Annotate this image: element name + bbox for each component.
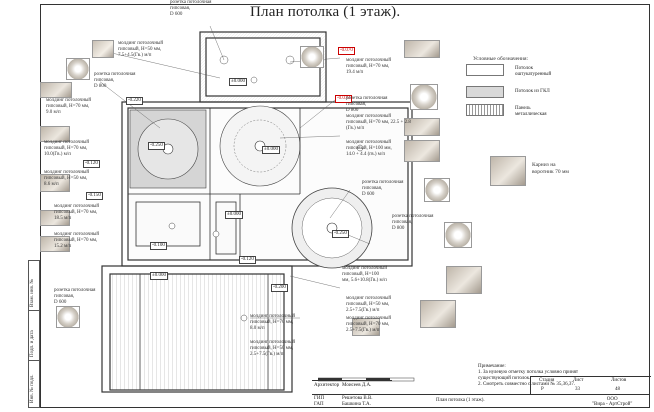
rosette-thumb: [410, 84, 438, 110]
stamp-role: ГИП: [314, 396, 325, 401]
callout-label: молдинг потолочный гипсовый, H=50 мм, 2.…: [346, 296, 392, 313]
title-block: ГИП ГАП Решетова В.В. Башкина Т.А. План …: [312, 394, 650, 409]
rosette-thumb: [424, 178, 450, 202]
stamp-header: Лист: [573, 378, 584, 383]
rosette-thumb: [56, 306, 80, 328]
level-mark: -0.120: [239, 256, 256, 264]
notes-line: 1. За нулевую отметку потолка условно пр…: [478, 370, 579, 375]
legend-swatch-metal: [466, 104, 504, 116]
moulding-thumb: [40, 210, 70, 226]
side-cell-1: Взам. инв. №: [29, 261, 39, 311]
legend-title: Условные обозначения:: [473, 56, 529, 62]
stamp-role: ГАП: [314, 402, 324, 407]
moulding-thumb: [404, 118, 440, 136]
level-mark: -0.220: [126, 97, 143, 105]
ceiling-plan: [100, 25, 413, 393]
notes-line: 2. Смотреть совместно с листами № 35,36,…: [478, 382, 576, 387]
callout-label: молдинг потолочный гипсовый, H=70 мм, 10…: [44, 140, 90, 157]
moulding-thumb: [40, 82, 72, 98]
level-mark: ±0.000: [225, 211, 243, 219]
side-cell-label-3: Инв. № подл.: [30, 374, 35, 404]
moulding-thumb: [40, 126, 70, 142]
stamp-header: Листов: [611, 378, 627, 383]
level-mark: -0.250: [148, 142, 165, 150]
callout-label: молдинг потолочный гипсовый, H=70 мм, 15…: [54, 232, 100, 249]
callout-label: розетка потолочная гипсовая, D 800: [346, 96, 388, 113]
level-mark: -0.250: [332, 230, 349, 238]
rosette-thumb: [444, 222, 472, 248]
stamp-role: Архитектор: [314, 383, 340, 388]
stamp-company: ООО "Вира - АртСтрой": [592, 397, 633, 407]
callout-label: молдинг потолочный гипсовый, H=100 мм, 5…: [342, 266, 388, 283]
stamp-sheet-info: Стадия Лист Листов Р 33 48: [530, 376, 651, 395]
callout-label: молдинг потолочный гипсовый, H=70 мм, 2.…: [346, 316, 392, 333]
moulding-thumb: [404, 140, 440, 162]
moulding-thumb: [404, 40, 440, 58]
moulding-thumb: [420, 300, 456, 328]
legend-swatch-gkl: [466, 86, 504, 98]
legend-label: Потолок оштукатуренный: [515, 66, 552, 77]
notes-block: Примечание: 1. За нулевую отметку потолк…: [478, 364, 578, 388]
drawing-frame: [40, 4, 650, 408]
scale-bar: [318, 377, 415, 382]
level-mark: -0.070: [338, 47, 355, 55]
rosette-thumb: [300, 46, 324, 68]
cornice-note: Карниз на воротник 70 мм: [532, 162, 569, 175]
notes-title: Примечание:: [478, 364, 506, 369]
side-cell-label-2: Подп. и дата: [30, 330, 35, 357]
callout-label: молдинг потолочный гипсовый, H=70 мм, 19…: [346, 58, 392, 75]
stamp-upper: Архитектор Моисеев Д.А.: [312, 380, 392, 395]
level-mark: -0.070: [335, 95, 352, 103]
side-cell-3: Инв. № подл.: [29, 361, 39, 407]
callout-label: молдинг потолочный гипсовый, H=70 мм, 9.…: [46, 98, 92, 115]
legend-swatch-plaster: [466, 64, 504, 76]
moulding-thumb: [352, 318, 380, 336]
side-cell-label-1: Взам. инв. №: [30, 278, 35, 307]
callout-label: молдинг потолочный гипсовый, H=50 мм, 2.…: [250, 340, 296, 357]
moulding-thumb: [446, 266, 482, 294]
rosette-thumb: [66, 58, 90, 80]
level-mark: -0.120: [83, 160, 100, 168]
callout-label: молдинг потолочный гипсовый, H=70 мм, 22…: [346, 114, 411, 131]
callout-label: молдинг потолочный гипсовый, H=50 мм, 7.…: [118, 41, 164, 58]
level-mark: ±0.000: [229, 78, 247, 86]
callout-label: молдинг потолочный гипсовый, H=70 мм, 18…: [54, 204, 100, 221]
callout-label: розетка потолочная гипсовая, D 600: [362, 180, 404, 197]
callout-label: розетка потолочная гипсовая, D 800: [94, 72, 136, 89]
level-mark: -0.100: [150, 242, 167, 250]
level-mark: -0.150: [86, 192, 103, 200]
level-mark: ±0.000: [150, 272, 168, 280]
legend-label: Панель металлическая: [515, 106, 547, 117]
stamp-value: Р: [541, 387, 544, 392]
stamp-name: Башкина Т.А.: [342, 402, 371, 407]
moulding-thumb: [40, 174, 70, 192]
cornice-thumb: [490, 156, 526, 186]
side-cell-2: Подп. и дата: [29, 311, 39, 361]
legend-label: Потолок из ГКЛ: [515, 89, 550, 94]
callout-label: розетка потолочная гипсовая, D 600: [170, 0, 212, 17]
stamp-name: Решетова В.В.: [342, 396, 373, 401]
stamp-value: 33: [575, 387, 580, 392]
stamp-name: Моисеев Д.А.: [342, 383, 372, 388]
callout-label: розетка потолочная гипсовая, D 800: [392, 214, 434, 231]
stamp-header: Стадия: [539, 378, 555, 383]
level-mark: -0.200: [271, 284, 288, 292]
notes-line: существующий потолок.: [478, 376, 531, 381]
callout-label: молдинг потолочный гипсовый, H=100 мм, 1…: [346, 140, 392, 157]
callout-label: молдинг потолочный гипсовый, H=70 мм, 8.…: [250, 314, 296, 331]
stamp-sheet-name: План потолка (1 этаж).: [436, 398, 485, 403]
callout-label: розетка потолочная гипсовая, D 600: [54, 288, 96, 305]
stamp-value: 48: [615, 387, 620, 392]
side-strip: Взам. инв. № Подп. и дата Инв. № подл.: [28, 260, 40, 408]
callout-label: молдинг потолочный гипсовый, H=50 мм, 8.…: [44, 170, 90, 187]
level-mark: ±0.000: [262, 146, 280, 154]
moulding-thumb: [40, 236, 70, 252]
moulding-thumb: [92, 40, 114, 58]
page-title: План потолка (1 этаж).: [250, 4, 401, 20]
